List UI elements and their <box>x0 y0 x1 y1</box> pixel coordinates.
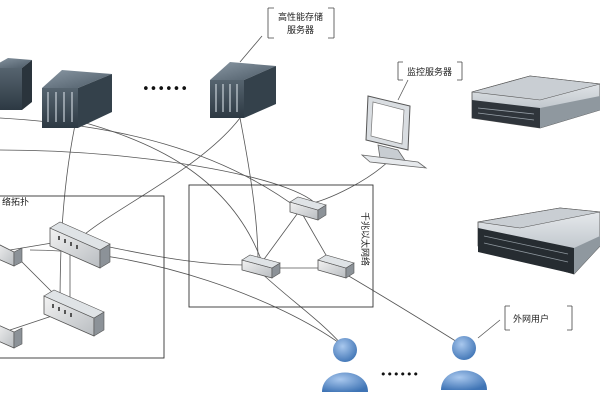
ethernet-switch-1 <box>289 196 327 221</box>
link-server3-to-ethernet <box>239 117 259 263</box>
topology-switch-3 <box>43 289 105 337</box>
monitor-server-label: 监控服务器 <box>407 66 452 78</box>
external-user-callout: 外网用户 <box>477 305 573 339</box>
topology-label: 络拓扑 <box>2 196 29 208</box>
ethernet-label: 千兆以太网络 <box>359 212 371 266</box>
link-left-to-monitor-curve <box>0 149 321 211</box>
storage-server <box>210 62 276 118</box>
topology-box <box>0 195 165 359</box>
link-server2-to-ethernet <box>74 119 263 263</box>
rack-server-top <box>471 75 600 129</box>
ethernet-box <box>188 184 374 308</box>
topology-switch-2 <box>49 221 111 269</box>
link-server3-to-topology <box>77 117 241 241</box>
storage-server-label-line2: 服务器 <box>287 24 314 36</box>
storage-server-callout: 高性能存储 服务器 <box>239 7 335 63</box>
user-icon-2 <box>441 336 487 390</box>
ethernet-switch-3 <box>317 254 355 279</box>
rack-server-middle <box>477 207 600 275</box>
monitor-server-callout: 监控服务器 <box>397 61 463 101</box>
topology-switch-1 <box>0 244 23 267</box>
ethernet-switch-2 <box>241 254 281 279</box>
user-icon-1 <box>322 338 368 392</box>
server-left <box>0 58 32 110</box>
topology-switch-4 <box>0 325 23 349</box>
link-ethernet-to-user2 <box>329 264 463 346</box>
link-topology-to-ethernet <box>99 244 246 266</box>
link-ethernet-to-user1 <box>257 269 343 346</box>
link-monitor-to-ethernet <box>304 157 393 206</box>
link-ethernet-internal-2 <box>299 209 331 263</box>
monitor-computer <box>360 95 428 169</box>
server-ellipsis: •••••• <box>142 82 188 97</box>
server-2 <box>42 70 112 128</box>
user-ellipsis: •••••• <box>380 368 419 381</box>
storage-server-label-line1: 高性能存储 <box>278 11 323 23</box>
link-topology-to-user1 <box>29 249 343 346</box>
external-user-label: 外网用户 <box>513 313 549 325</box>
link-server2-to-topology <box>59 124 76 311</box>
link-ethernet-internal-1 <box>261 209 301 263</box>
